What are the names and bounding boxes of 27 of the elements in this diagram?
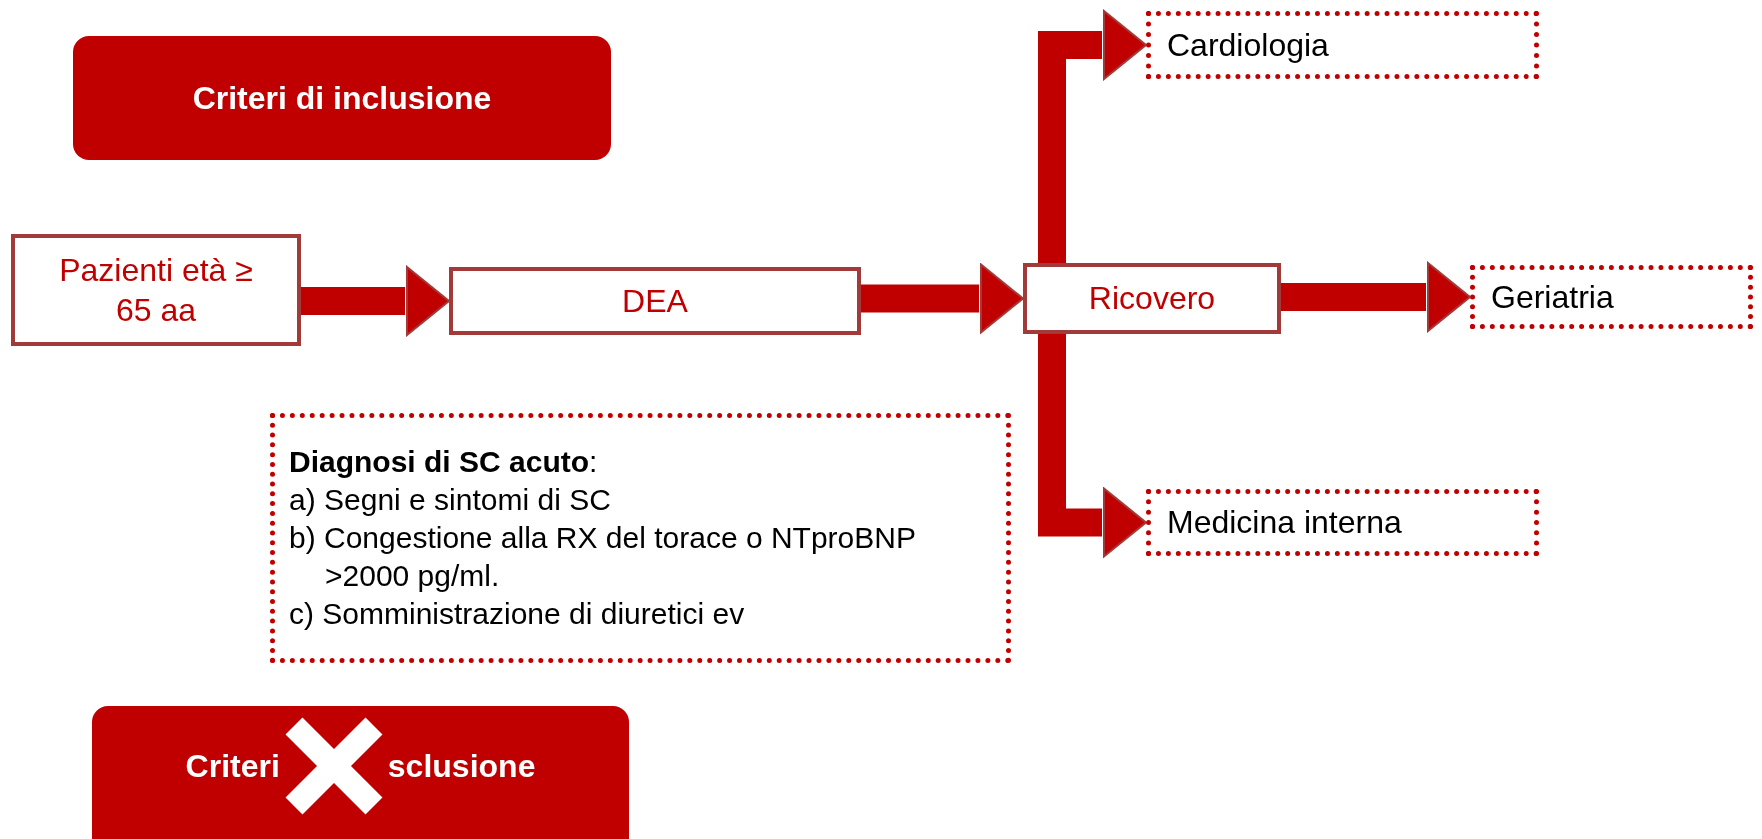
node-label: Criteri di inclusione xyxy=(192,79,492,117)
block-arrow xyxy=(301,266,450,336)
node-label: Cardiologia xyxy=(1167,26,1329,64)
criteria-item: a) Segni e sintomi di SC xyxy=(289,482,611,518)
node-label: Criteri xyxy=(185,747,280,785)
criteria-item: b) Congestione alla RX del torace o NTproBNP >2000 pg/ml. xyxy=(289,520,917,594)
criteria-item: c) Somministrazione di diuretici ev xyxy=(289,596,745,632)
block-arrow xyxy=(861,263,1024,334)
process-box xyxy=(1023,263,1281,334)
block-arrow xyxy=(1281,262,1471,332)
heading-banner xyxy=(73,36,611,160)
destination-box xyxy=(1470,265,1753,329)
process-box xyxy=(449,267,861,335)
node-label: Ricovero xyxy=(1088,280,1216,317)
node-label: sclusione xyxy=(387,747,536,785)
destination-box xyxy=(1146,489,1539,556)
node-label: Medicina interna xyxy=(1167,504,1402,541)
block-arrow xyxy=(1038,10,1147,263)
criteria-heading: Diagnosi di SC acuto: xyxy=(289,444,598,480)
heading-banner xyxy=(92,706,629,839)
node-label: Pazienti età ≥ 65 aa xyxy=(58,251,254,330)
block-arrow xyxy=(1038,334,1147,558)
process-box xyxy=(11,234,301,346)
node-label: DEA xyxy=(622,282,688,320)
criteria-box xyxy=(270,413,1011,663)
node-label: Geriatria xyxy=(1491,278,1614,316)
destination-box xyxy=(1146,11,1539,79)
